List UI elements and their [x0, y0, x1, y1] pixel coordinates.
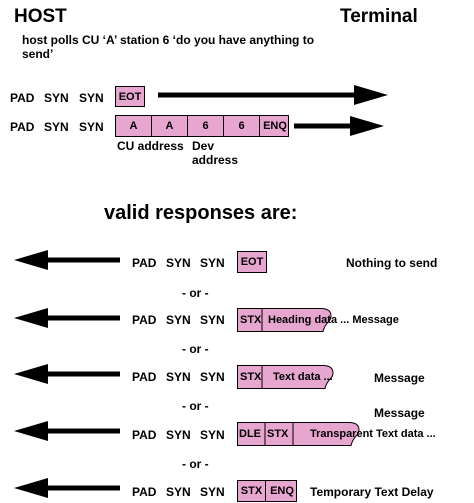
pad-token: PAD: [132, 313, 157, 327]
arrow-right-icon: [294, 116, 384, 136]
dle-cell: DLE: [239, 428, 261, 440]
response-description: Temporary Text Delay: [310, 485, 434, 499]
stx-cell: STX: [267, 428, 289, 440]
pad-token: PAD: [10, 91, 35, 105]
pad-token: PAD: [10, 120, 35, 134]
stx-cell: STX: [240, 314, 262, 326]
response-description: Nothing to send: [346, 256, 438, 270]
poll-frame: A A 6 6 ENQ: [115, 115, 289, 137]
syn-token: SYN: [44, 120, 69, 134]
frame-outline: [237, 308, 332, 332]
syn-token: SYN: [200, 256, 225, 270]
poll-note: host polls CU ‘A’ station 6 ‘do you have…: [22, 33, 315, 61]
eot-frame: EOT: [237, 251, 267, 273]
syn-token: SYN: [200, 313, 225, 327]
eot-cell: EOT: [118, 90, 142, 103]
syn-token: SYN: [200, 485, 225, 499]
or-separator: - or -: [182, 342, 209, 356]
stx-cell: STX: [240, 371, 262, 383]
pad-token: PAD: [132, 428, 157, 442]
pad-token: PAD: [132, 256, 157, 270]
syn-token: SYN: [166, 370, 191, 384]
response-description: Message: [374, 371, 425, 385]
syn-token: SYN: [166, 485, 191, 499]
dev-address-label: Dev address: [192, 139, 239, 167]
dev-address-cell: 6: [224, 116, 260, 136]
arrow-left-icon: [14, 308, 120, 328]
cu-address-cell: A: [116, 116, 152, 136]
frame-inner-text: Heading data ... Message: [268, 314, 399, 326]
syn-token: SYN: [79, 120, 104, 134]
frame-outline: [237, 422, 360, 446]
frame-outline: [237, 365, 334, 389]
syn-token: SYN: [166, 313, 191, 327]
syn-token: SYN: [79, 91, 104, 105]
stx-enq-frame: STX ENQ: [237, 480, 297, 502]
frame-inner-text: Text data ...: [273, 371, 333, 383]
arrow-left-icon: [14, 364, 120, 384]
or-separator: - or -: [182, 399, 209, 413]
enq-cell: ENQ: [263, 120, 287, 132]
syn-token: SYN: [200, 428, 225, 442]
frame-inner-text: Transparent Text data ...: [310, 428, 436, 440]
eot-cell: EOT: [240, 256, 264, 268]
or-separator: - or -: [182, 286, 209, 300]
host-label: HOST: [14, 6, 67, 27]
arrow-left-icon: [14, 478, 120, 498]
or-separator: - or -: [182, 457, 209, 471]
cu-address-cell: A: [152, 116, 188, 136]
terminal-label: Terminal: [340, 6, 418, 27]
syn-token: SYN: [166, 256, 191, 270]
response-description: Message: [374, 406, 425, 420]
syn-token: SYN: [166, 428, 191, 442]
syn-token: SYN: [44, 91, 69, 105]
arrow-left-icon: [14, 250, 120, 270]
eot-frame: EOT: [115, 86, 145, 107]
cu-address-label: CU address: [117, 139, 184, 153]
pad-token: PAD: [132, 485, 157, 499]
arrow-right-icon: [158, 85, 388, 105]
syn-token: SYN: [200, 370, 225, 384]
responses-title: valid responses are:: [104, 202, 298, 224]
pad-token: PAD: [132, 370, 157, 384]
dev-address-cell: 6: [188, 116, 224, 136]
stx-cell: STX: [238, 481, 266, 501]
enq-cell: ENQ: [270, 485, 294, 497]
arrow-left-icon: [14, 421, 120, 441]
